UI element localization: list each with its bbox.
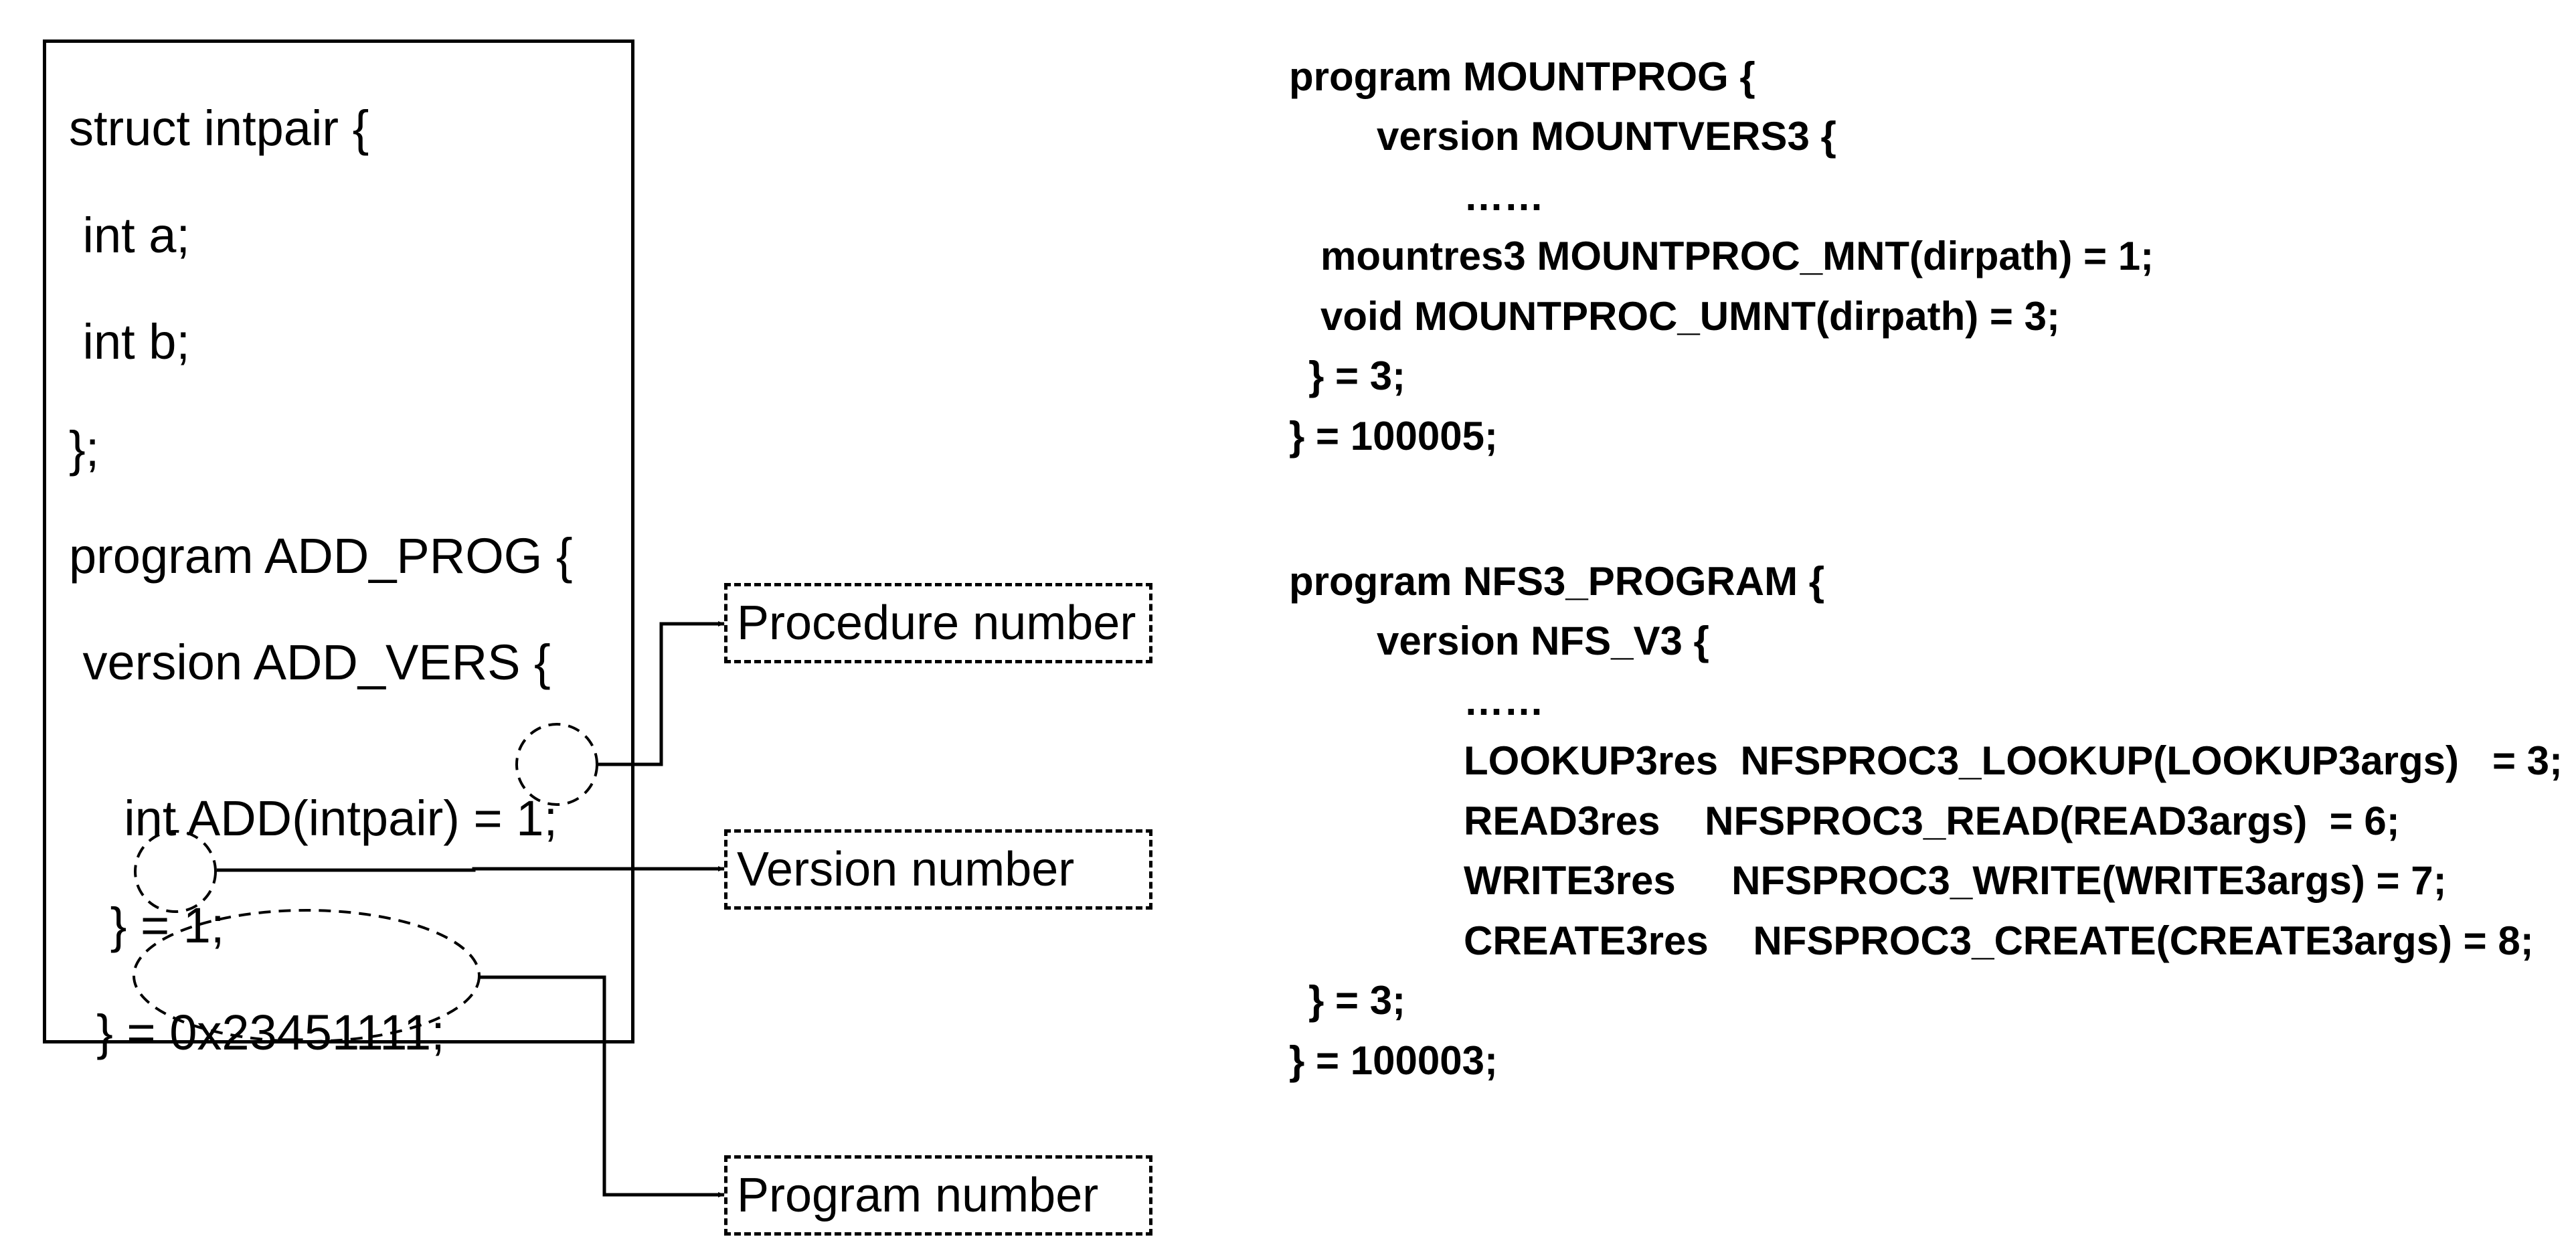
- code-line-version-end: } = 1;: [69, 851, 225, 953]
- mount-line-program: program MOUNTPROG {: [1289, 54, 1755, 99]
- version-value-highlight: [134, 830, 217, 913]
- mount-line-version-end: } = 3;: [1308, 353, 1406, 398]
- code-line-program: program ADD_PROG {: [69, 528, 573, 584]
- code-line-version: version ADD_VERS {: [69, 635, 551, 690]
- mount-line-ellipsis: ……: [1464, 174, 1544, 219]
- program-connector: [479, 975, 725, 1197]
- program-end-prefix: } =: [96, 1005, 170, 1060]
- nfs-line-read: READ3res NFSPROC3_READ(READ3args) = 6;: [1464, 799, 2400, 843]
- procedure-value-highlight: [515, 723, 598, 806]
- version-number-callout: Version number: [724, 829, 1152, 910]
- procedure-number-callout: Procedure number: [724, 583, 1152, 663]
- code-line-procedure: int ADD(intpair) = 1;: [69, 744, 557, 843]
- nfs-line-write: WRITE3res NFSPROC3_WRITE(WRITE3args) = 7…: [1464, 858, 2447, 903]
- code-line-int-b: int b;: [69, 314, 190, 369]
- nfs-line-version-end: } = 3;: [1308, 978, 1406, 1023]
- code-line-struct: struct intpair {: [69, 100, 369, 156]
- nfs-line-program-end: } = 100003;: [1289, 1038, 1498, 1083]
- code-line-int-a: int a;: [69, 207, 190, 263]
- mount-line-version: version MOUNTVERS3 {: [1377, 114, 1836, 159]
- mount-line-mnt: mountres3 MOUNTPROC_MNT(dirpath) = 1;: [1320, 234, 2154, 278]
- code-box: [43, 39, 634, 1043]
- program-value-highlight: [133, 909, 481, 1043]
- nfs-line-program: program NFS3_PROGRAM {: [1289, 559, 1825, 604]
- mount-line-program-end: } = 100005;: [1289, 414, 1498, 458]
- program-number-label: Program number: [737, 1169, 1099, 1222]
- program-number-callout: Program number: [724, 1155, 1152, 1236]
- procedure-declaration: int ADD(intpair) =: [96, 790, 517, 846]
- version-end-prefix: } =: [96, 898, 183, 953]
- code-line-struct-end: };: [69, 421, 100, 477]
- nfs-line-version: version NFS_V3 {: [1377, 618, 1709, 663]
- nfs-line-create: CREATE3res NFSPROC3_CREATE(CREATE3args) …: [1464, 918, 2534, 963]
- procedure-connector: [598, 621, 725, 766]
- version-number-label: Version number: [737, 843, 1075, 896]
- nfs-line-ellipsis: ……: [1464, 679, 1544, 724]
- version-connector: [217, 866, 725, 872]
- procedure-number-value: 1;: [516, 790, 558, 846]
- mount-line-umnt: void MOUNTPROC_UMNT(dirpath) = 3;: [1320, 294, 2060, 339]
- procedure-number-label: Procedure number: [737, 596, 1136, 650]
- nfs-line-lookup: LOOKUP3res NFSPROC3_LOOKUP(LOOKUP3args) …: [1464, 738, 2563, 783]
